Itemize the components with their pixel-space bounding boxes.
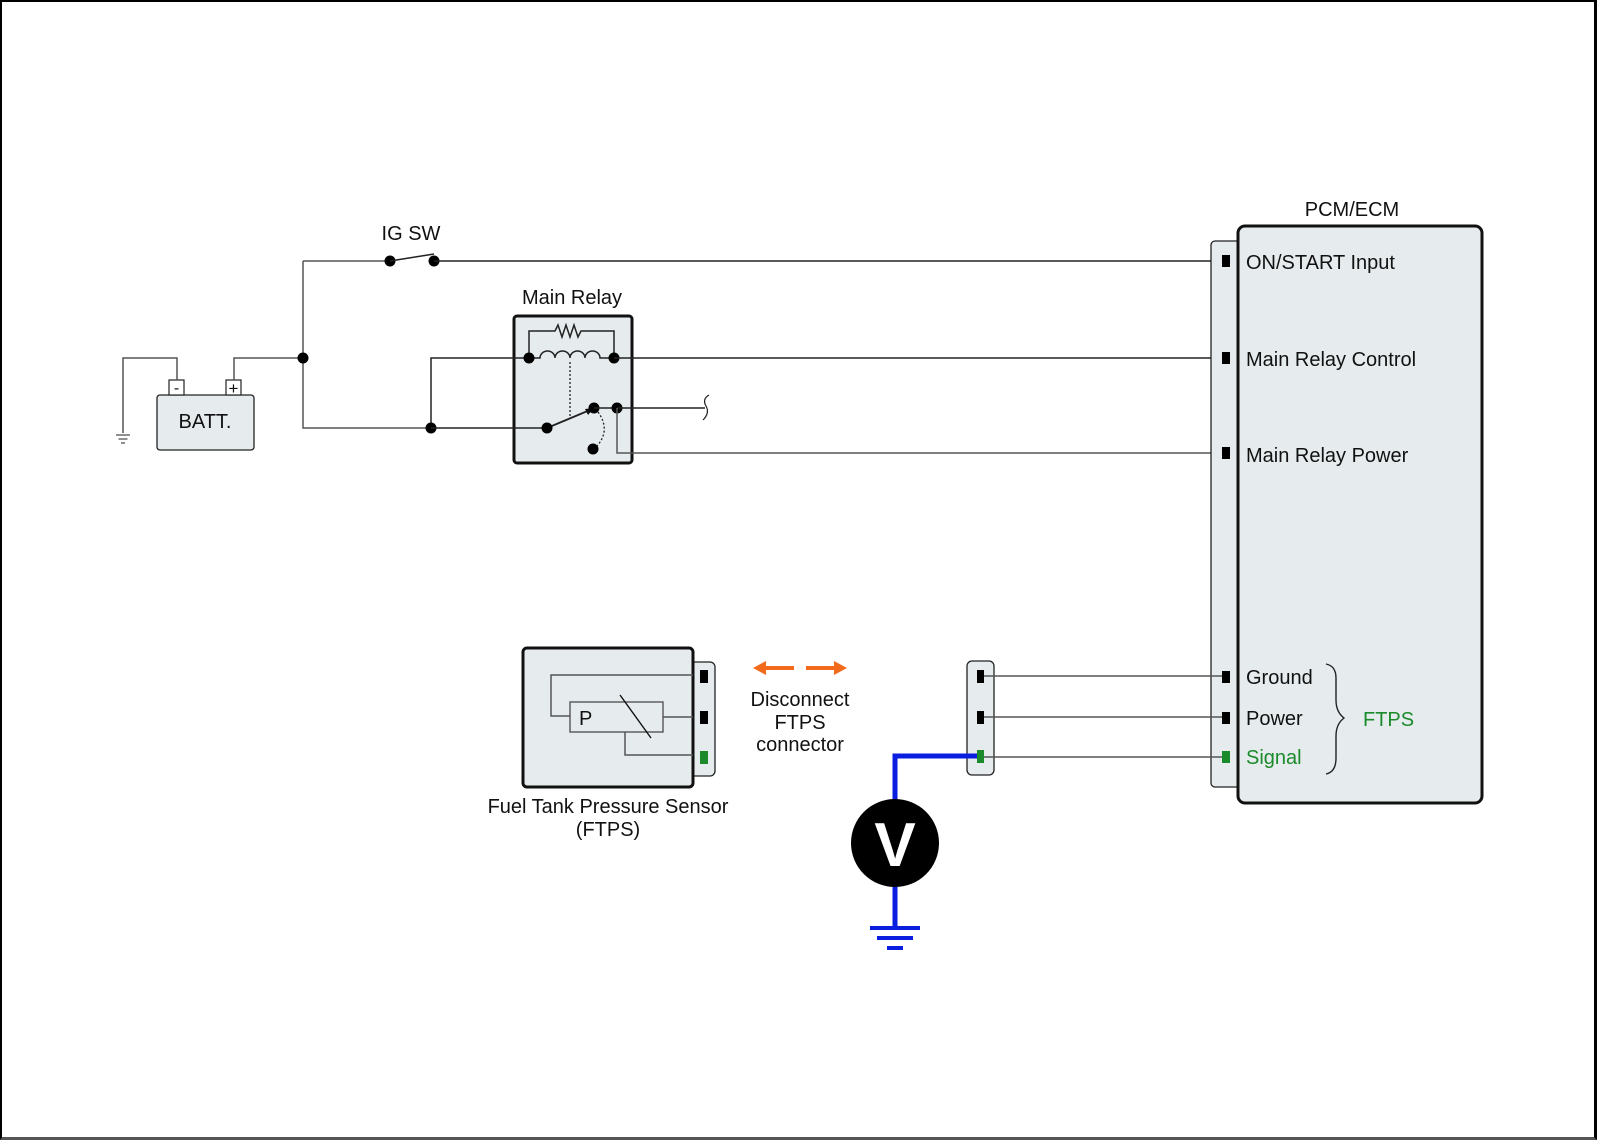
battery-ground-wire	[122, 357, 178, 433]
pcm-pin-signal	[1222, 751, 1230, 763]
voltmeter-label: V	[874, 811, 915, 880]
pcm-pin	[1222, 447, 1230, 459]
disconnect-arrows-icon	[753, 661, 847, 675]
relay-travel-path	[596, 411, 605, 447]
junction-dot	[297, 352, 309, 364]
variable-resistor-icon	[619, 694, 652, 739]
battery-body	[156, 394, 255, 451]
pcm-pin-label: Power	[1246, 708, 1303, 730]
sensor-pin	[700, 711, 708, 724]
ftps-group-label: FTPS	[1363, 709, 1414, 731]
ig-switch-label: IG SW	[382, 223, 441, 245]
relay-coil-icon	[529, 350, 614, 359]
ig-switch-blade	[389, 253, 435, 262]
voltmeter-positive-probe	[892, 753, 977, 800]
pressure-element-label: P	[579, 708, 592, 730]
pcm-pin-label-signal: Signal	[1246, 747, 1302, 769]
battery-bus-wire	[302, 261, 431, 429]
instruction-line: Disconnect	[751, 689, 850, 711]
chassis-ground-icon	[116, 434, 130, 444]
relay-terminal	[541, 422, 553, 434]
harness-pin	[977, 670, 984, 683]
instruction-line: FTPS	[774, 712, 825, 734]
pcm-pin	[1222, 671, 1230, 683]
relay-terminal	[523, 352, 535, 364]
battery: - + BATT.	[156, 379, 255, 451]
ig-switch	[384, 253, 440, 267]
sensor-label-abbrev: (FTPS)	[576, 819, 640, 841]
main-relay-label: Main Relay	[522, 287, 622, 309]
wire-break-icon	[702, 394, 710, 421]
pcm-pin	[1222, 712, 1230, 724]
sensor-internal-wire	[550, 674, 693, 717]
pcm-body	[1236, 224, 1484, 805]
pcm-pin-label: Main Relay Control	[1246, 349, 1416, 371]
instruction-line: connector	[756, 734, 844, 756]
sensor-pin-signal	[700, 751, 708, 764]
pcm-pin	[1222, 352, 1230, 364]
relay-resistor-icon	[528, 322, 615, 358]
sensor-internal-wire	[624, 732, 693, 756]
pcm-pin	[1222, 255, 1230, 267]
voltmeter-icon	[851, 799, 939, 887]
harness-pin-signal	[977, 750, 984, 763]
relay-switch-blade	[546, 409, 591, 429]
pcm-pin-label: ON/START Input	[1246, 252, 1395, 274]
harness-pin	[977, 711, 984, 724]
battery-positive-wire	[233, 357, 303, 380]
pcm-pin-label: Ground	[1246, 667, 1313, 689]
relay-coil-feed-wire	[430, 357, 529, 428]
pcm-title: PCM/ECM	[1305, 199, 1399, 221]
sensor-pin	[700, 670, 708, 683]
main-relay-power-wire	[616, 408, 1224, 454]
battery-label: BATT.	[179, 411, 232, 433]
battery-negative-sign: -	[174, 380, 179, 397]
relay-terminal	[587, 443, 599, 455]
battery-positive-sign: +	[229, 379, 239, 398]
sensor-label: Fuel Tank Pressure Sensor	[488, 796, 729, 818]
brace-icon	[1325, 663, 1346, 775]
voltmeter-ground-icon	[870, 926, 920, 950]
pcm-pin-label: Main Relay Power	[1246, 445, 1409, 467]
